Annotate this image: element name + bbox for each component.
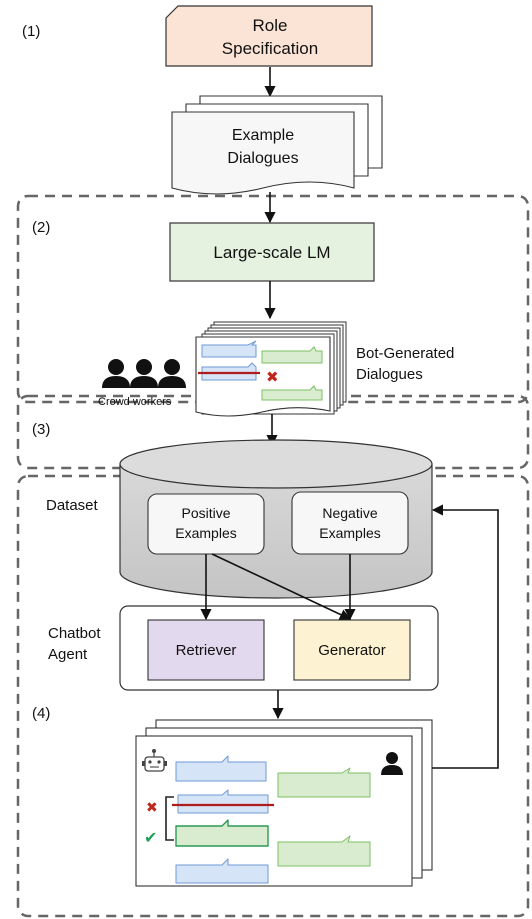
bot-followup-bubble	[175, 858, 269, 884]
large-scale-lm-label: Large-scale LM	[213, 243, 330, 262]
role-specification-box	[165, 5, 373, 67]
feedback-loop-arrow	[431, 504, 499, 769]
positive-examples-box	[147, 493, 265, 555]
arrow-positive-to-generator	[211, 553, 352, 620]
robot-icon	[142, 749, 167, 772]
user-icon	[381, 752, 403, 775]
example-dialogues-line1: Example	[232, 127, 294, 144]
positive-line2: Examples	[175, 525, 236, 541]
stage4-number: (4)	[32, 705, 50, 722]
rejected-response-bubble	[177, 789, 269, 814]
choice-bracket	[165, 796, 174, 841]
example-dialogues-line2: Dialogues	[227, 150, 298, 167]
corrected-response-bubble	[175, 819, 269, 847]
stage1-number: (1)	[22, 23, 40, 40]
cross-mark-icon: ✖	[266, 368, 279, 386]
generator-label: Generator	[318, 642, 386, 659]
user-followup-bubble	[277, 835, 371, 867]
retriever-box	[147, 619, 265, 681]
user-message-bubble	[277, 767, 371, 798]
accept-check-icon: ✔	[144, 828, 157, 847]
agent-label-line2: Agent	[48, 646, 88, 663]
stage2-number: (2)	[32, 219, 50, 236]
bot-message-bubble	[175, 755, 267, 782]
crowd-workers-label: Crowd workers	[98, 396, 172, 408]
negative-line1: Negative	[322, 505, 377, 521]
negative-examples-box	[291, 491, 409, 555]
role-spec-line1: Role	[253, 16, 288, 35]
positive-line1: Positive	[181, 505, 230, 521]
role-spec-line2: Specification	[222, 39, 318, 58]
generator-box	[293, 619, 411, 681]
agent-label-line1: Chatbot	[48, 625, 101, 642]
negative-line2: Examples	[319, 525, 380, 541]
reject-cross-icon: ✖	[146, 800, 158, 816]
retriever-label: Retriever	[176, 642, 237, 659]
dataset-label: Dataset	[46, 497, 99, 514]
bot-generated-line2: Dialogues	[356, 366, 423, 383]
large-scale-lm-box	[169, 222, 375, 282]
bot-generated-line1: Bot-Generated	[356, 345, 454, 362]
example-dialogues-stack	[171, 95, 383, 195]
bot-generated-dialogues-stack	[195, 321, 347, 417]
crowd-workers-icon	[102, 359, 186, 388]
stage3-number: (3)	[32, 421, 50, 438]
